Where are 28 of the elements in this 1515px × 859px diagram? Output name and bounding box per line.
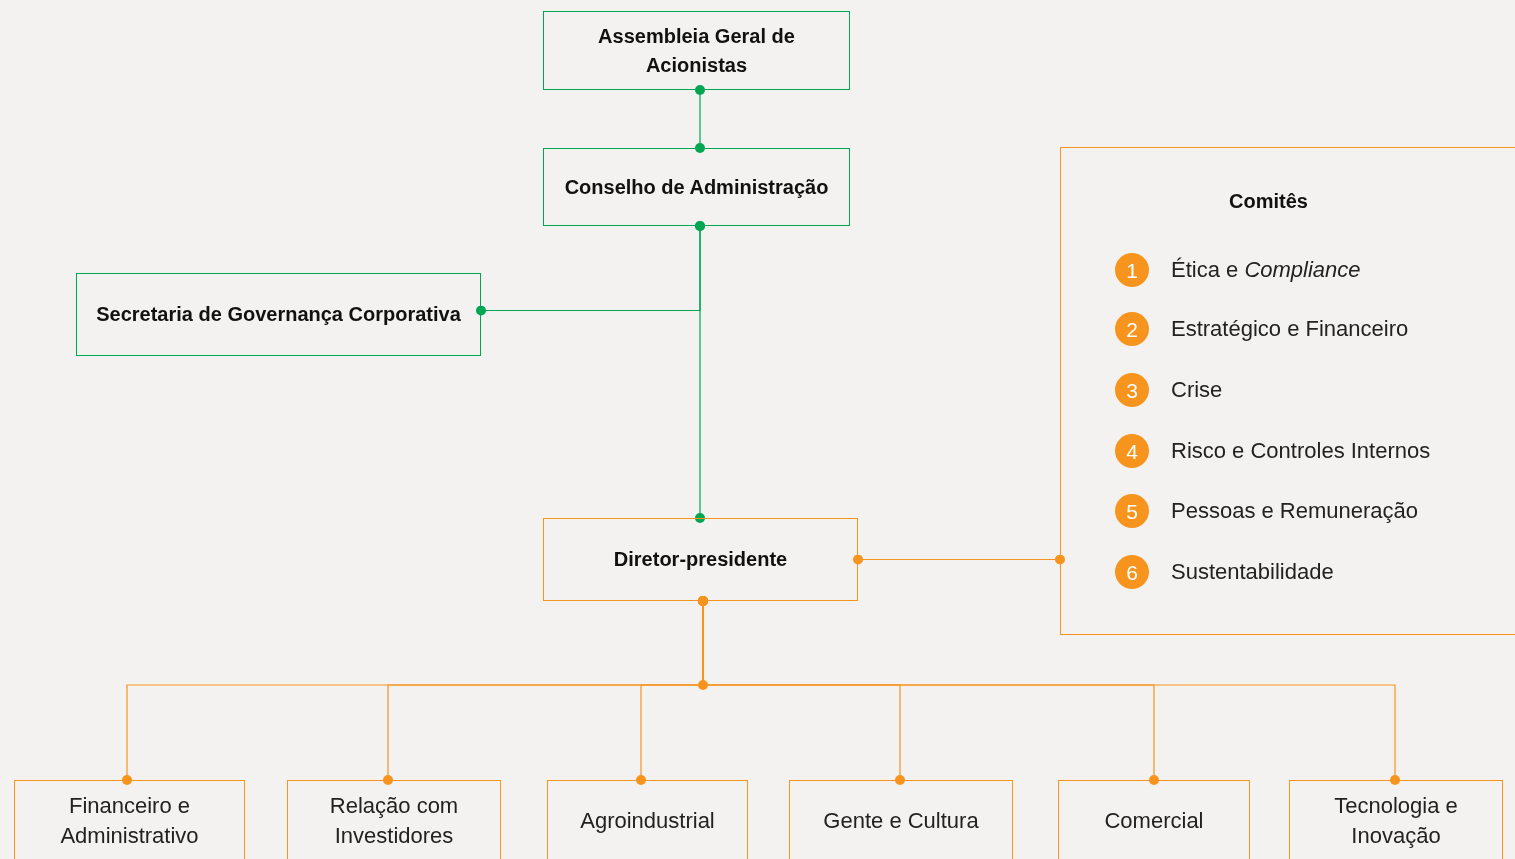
committee-name: Ética e Compliance: [1171, 256, 1361, 284]
committee-name: Crise: [1171, 376, 1223, 404]
org-box: Diretor-presidente: [543, 518, 858, 601]
department-box: Gente e Cultura: [789, 780, 1013, 859]
panel-heading: Comitês: [1229, 189, 1308, 214]
org-box: Conselho de Administração: [543, 148, 850, 226]
number-badge: 5: [1115, 494, 1149, 528]
number-badge: 2: [1115, 312, 1149, 346]
department-box: Comercial: [1058, 780, 1250, 859]
department-box: Agroindustrial: [547, 780, 748, 859]
number-badge: 3: [1115, 373, 1149, 407]
committees-panel: [1060, 147, 1515, 635]
org-box: Secretaria de Governança Corporativa: [76, 273, 481, 356]
department-box: Financeiro e Administrativo: [14, 780, 245, 859]
department-box: Relação com Investidores: [287, 780, 501, 859]
org-box: Assembleia Geral de Acionistas: [543, 11, 850, 90]
committee-name: Sustentabilidade: [1171, 558, 1334, 586]
connector-line: [476, 221, 705, 316]
number-badge: 1: [1115, 253, 1149, 287]
committee-name: Estratégico e Financeiro: [1171, 315, 1409, 343]
department-box: Tecnologia e Inovação: [1289, 780, 1503, 859]
number-badge: 4: [1115, 434, 1149, 468]
connector-line: [698, 596, 1400, 785]
committee-name: Pessoas e Remuneração: [1171, 497, 1419, 525]
committee-name: Risco e Controles Internos: [1171, 437, 1431, 465]
number-badge: 6: [1115, 555, 1149, 589]
connector-line: [695, 85, 705, 153]
connector-line: [853, 554, 1065, 565]
